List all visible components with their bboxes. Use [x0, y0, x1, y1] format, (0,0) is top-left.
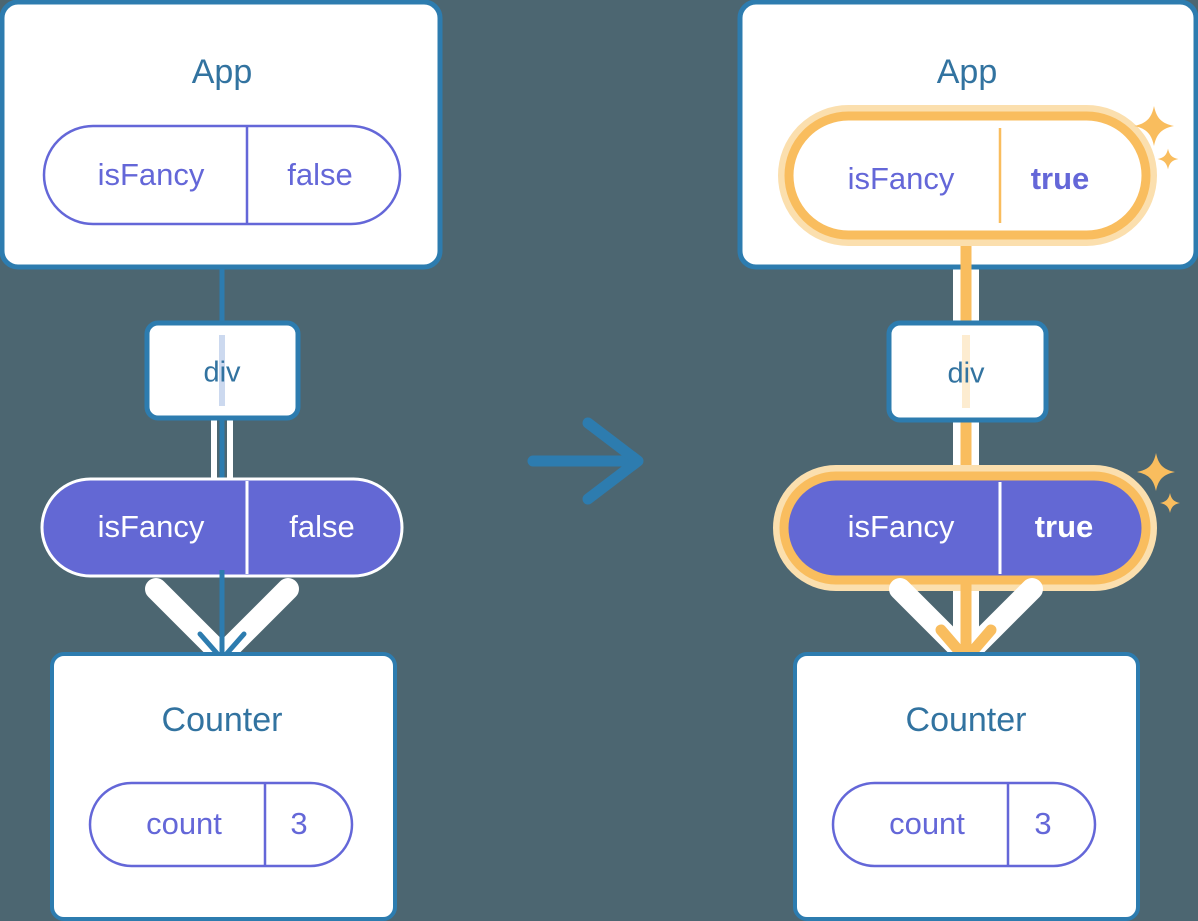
- after-counter-card: Counter count 3: [793, 652, 1140, 921]
- before-counter-pill-body: [88, 781, 354, 868]
- before-prop-pill-key: isFancy: [98, 509, 205, 544]
- arrow-right-icon: [582, 417, 644, 505]
- sparkle-small-icon: [1160, 493, 1180, 513]
- before-counter-card-title: Counter: [162, 701, 283, 739]
- before-app-pill-key: isFancy: [98, 157, 205, 192]
- before-div-node: div: [144, 320, 301, 421]
- before-counter-pill-key: count: [146, 806, 222, 841]
- after-diagram: App isFancy true div: [737, 0, 1198, 921]
- before-counter-pill-value: 3: [290, 806, 307, 841]
- after-counter-pill: count 3: [831, 781, 1097, 868]
- before-app-pill-body: [42, 124, 402, 226]
- after-counter-card-title: Counter: [906, 701, 1027, 739]
- before-prop-pill: isFancy false: [40, 477, 404, 578]
- after-div-node-label: div: [947, 358, 985, 390]
- after-counter-pill-body: [831, 781, 1097, 868]
- before-counter-card: Counter count 3: [50, 652, 397, 921]
- before-diagram: App isFancy false div isFancy fal: [0, 0, 443, 921]
- before-flow-arrow: [156, 570, 288, 660]
- before-prop-pill-value: false: [289, 509, 354, 544]
- after-app-pill-value: true: [1031, 161, 1090, 196]
- after-app-pill-key: isFancy: [848, 161, 955, 196]
- after-counter-pill-key: count: [889, 806, 965, 841]
- after-prop-pill-value: true: [1035, 509, 1094, 544]
- before-counter-pill: count 3: [88, 781, 354, 868]
- before-app-card-title: App: [192, 53, 253, 91]
- after-counter-pill-value: 3: [1034, 806, 1051, 841]
- sparkle-large-icon: [1137, 453, 1175, 491]
- before-app-pill-value: false: [287, 157, 352, 192]
- after-prop-pill-key: isFancy: [848, 509, 955, 544]
- after-prop-pill[interactable]: isFancy true: [773, 465, 1157, 591]
- before-app-pill: isFancy false: [42, 124, 402, 226]
- after-app-pill[interactable]: isFancy true: [778, 105, 1157, 246]
- after-app-card-title: App: [937, 53, 998, 91]
- after-div-node: div: [886, 320, 1049, 423]
- before-div-node-label: div: [203, 357, 241, 389]
- after-app-pill-ring: [784, 111, 1151, 240]
- transition-arrow: [527, 417, 644, 505]
- before-app-card: App isFancy false: [0, 0, 443, 270]
